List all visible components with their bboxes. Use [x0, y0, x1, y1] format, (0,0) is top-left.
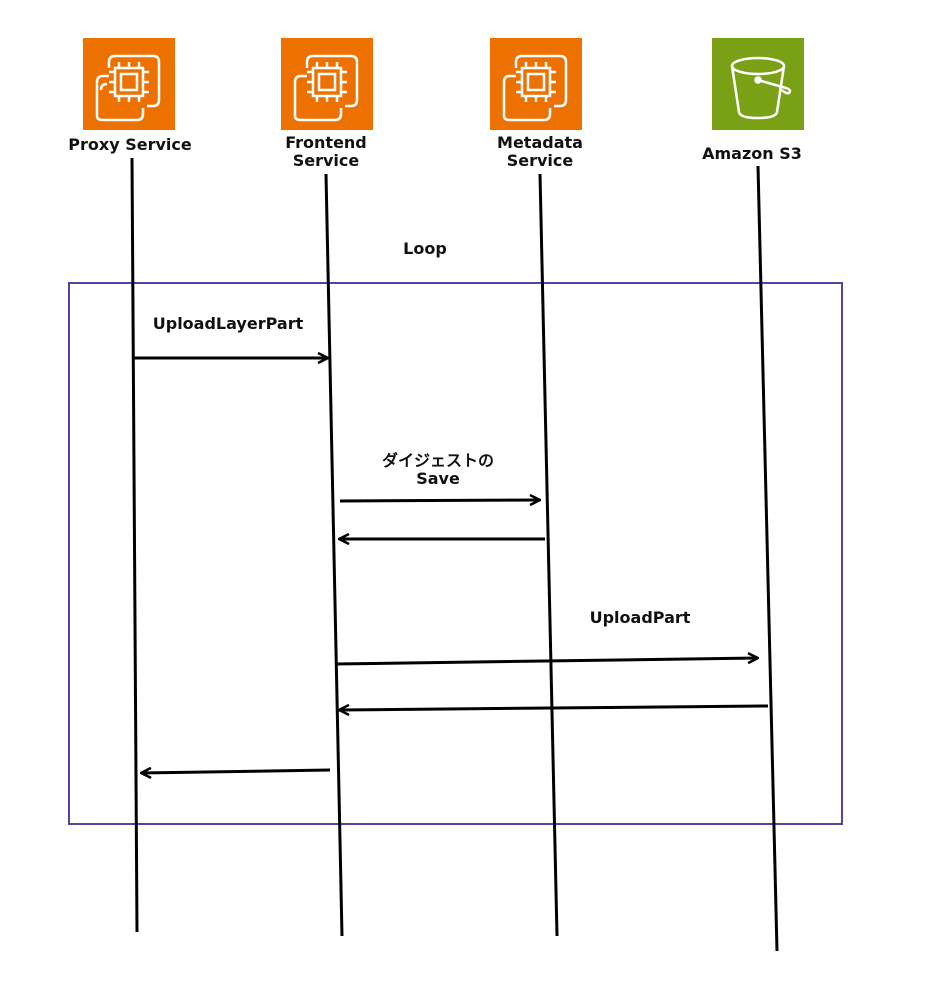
loop-frame — [68, 282, 843, 825]
actor-label-frontend: Frontend Service — [285, 133, 367, 170]
message-arrow-upload-part — [334, 658, 758, 666]
actor-label-s3: Amazon S3 — [702, 144, 802, 163]
message-label-upload-layer-part: UploadLayerPart — [152, 314, 304, 333]
ec2-chip-icon — [281, 38, 373, 130]
message-arrow-s3-response — [339, 706, 769, 710]
lifeline-metadata — [538, 173, 559, 937]
actor-label-proxy: Proxy Service — [68, 135, 192, 154]
message-label-save-digest: ダイジェストの Save — [381, 451, 494, 488]
actor-label-metadata: Metadata Service — [497, 133, 583, 170]
message-arrow-save-digest — [339, 500, 540, 501]
loop-label: Loop — [403, 239, 447, 258]
lifeline-proxy — [130, 157, 139, 933]
message-arrow-frontend-response — [141, 770, 331, 773]
lifeline-s3 — [756, 165, 779, 952]
s3-bucket-icon — [712, 38, 804, 130]
ec2-chip-icon — [490, 38, 582, 130]
ec2-chip-icon — [83, 38, 175, 130]
message-label-upload-part: UploadPart — [589, 608, 691, 627]
lifeline-frontend — [324, 173, 344, 937]
